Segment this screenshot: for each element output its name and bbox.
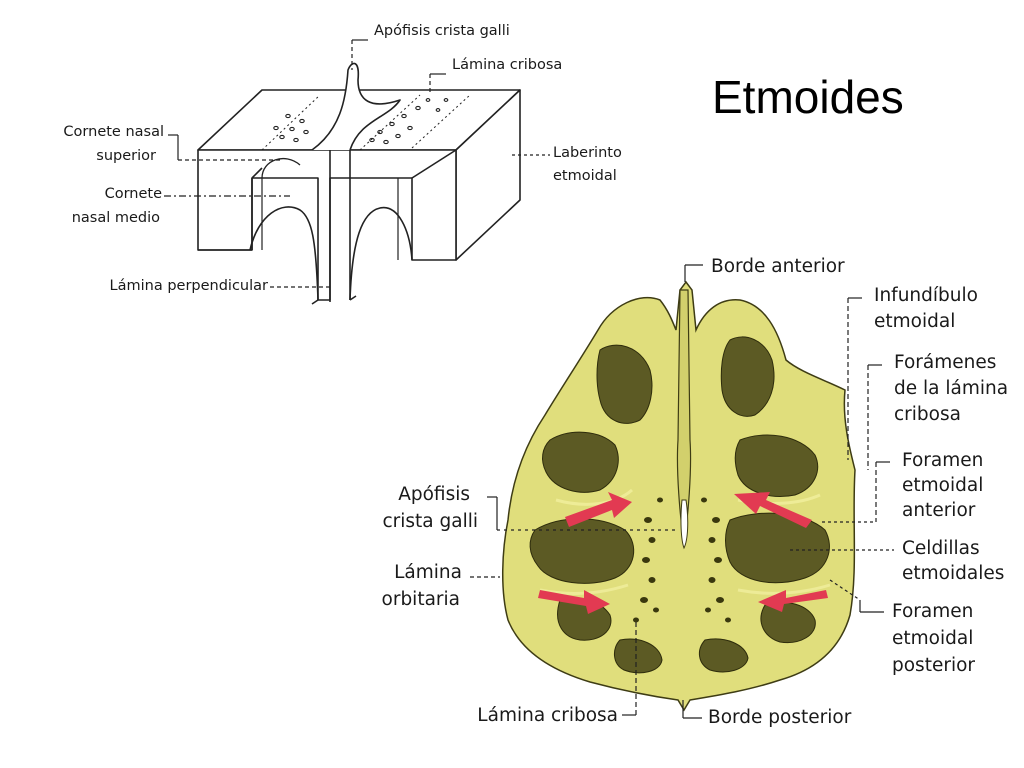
label-foramen-anterior-3: anterior xyxy=(902,500,976,521)
label-apofisis-1: Apófisis xyxy=(398,484,470,505)
label-foramenes-3: cribosa xyxy=(894,404,961,425)
label-laberinto-2: etmoidal xyxy=(553,168,617,184)
crista-galli-shape xyxy=(311,62,401,151)
label-foramen-posterior-1: Foramen xyxy=(892,601,974,622)
label-foramenes-2: de la lámina xyxy=(894,378,1009,399)
label-cornete-medio-2: nasal medio xyxy=(71,210,160,226)
label-foramen-posterior-2: etmoidal xyxy=(892,628,974,649)
label-laberinto-1: Laberinto xyxy=(553,145,622,161)
label-lamina-orbitaria-1: Lámina xyxy=(394,562,462,583)
label-apofisis-crista-galli-top: Apófisis crista galli xyxy=(374,23,510,39)
label-cornete-superior-2: superior xyxy=(96,148,156,164)
label-apofisis-2: crista galli xyxy=(382,511,478,532)
label-infundibulo-1: Infundíbulo xyxy=(874,285,978,306)
slide-title: Etmoides xyxy=(712,71,904,123)
label-infundibulo-2: etmoidal xyxy=(874,311,956,332)
label-foramen-posterior-3: posterior xyxy=(892,655,976,676)
arrow-anterior-left xyxy=(565,492,632,527)
arrow-anterior-right xyxy=(734,492,812,528)
label-lamina-orbitaria-2: orbitaria xyxy=(381,589,460,610)
label-lamina-cribosa-top: Lámina cribosa xyxy=(452,57,563,73)
label-foramen-anterior-1: Foramen xyxy=(902,450,984,471)
arrow-posterior-left xyxy=(538,590,610,614)
label-foramen-anterior-2: etmoidal xyxy=(902,475,984,496)
label-foramenes-1: Forámenes xyxy=(894,352,997,373)
label-lamina-cribosa-bottom: Lámina cribosa xyxy=(477,705,618,726)
label-borde-anterior: Borde anterior xyxy=(711,256,845,277)
label-cornete-medio-1: Cornete xyxy=(104,186,162,202)
label-cornete-superior-1: Cornete nasal xyxy=(63,124,164,140)
label-lamina-perpendicular: Lámina perpendicular xyxy=(109,278,268,294)
label-celdillas-2: etmoidales xyxy=(902,563,1005,584)
label-borde-posterior: Borde posterior xyxy=(708,707,852,728)
arrow-posterior-right xyxy=(758,590,828,612)
crista-galli-slit xyxy=(680,499,689,550)
label-celdillas-1: Celdillas xyxy=(902,538,980,559)
